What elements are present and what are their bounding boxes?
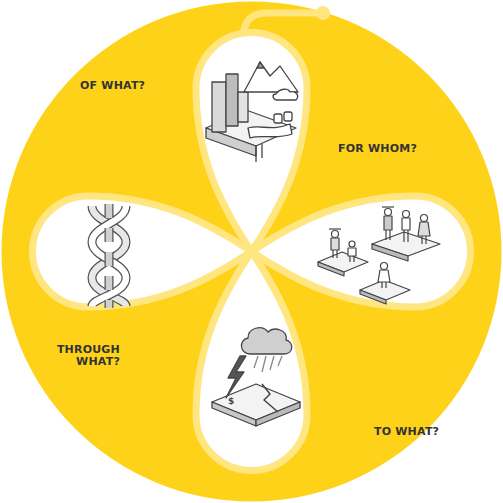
loop-petals — [33, 33, 471, 471]
question-label: OF WHAT? — [80, 80, 145, 92]
braid-icon — [92, 204, 126, 308]
start-thread — [244, 13, 323, 30]
question-label: TO WHAT? — [374, 426, 439, 438]
landscape-icon — [206, 62, 298, 162]
question-label: FOR WHOM? — [338, 143, 417, 155]
start-dot — [316, 6, 330, 20]
people-icon — [318, 207, 440, 304]
question-label: THROUGH WHAT? — [52, 344, 120, 368]
svg-text:$: $ — [228, 396, 234, 406]
hazard-icon: $ — [212, 328, 300, 426]
